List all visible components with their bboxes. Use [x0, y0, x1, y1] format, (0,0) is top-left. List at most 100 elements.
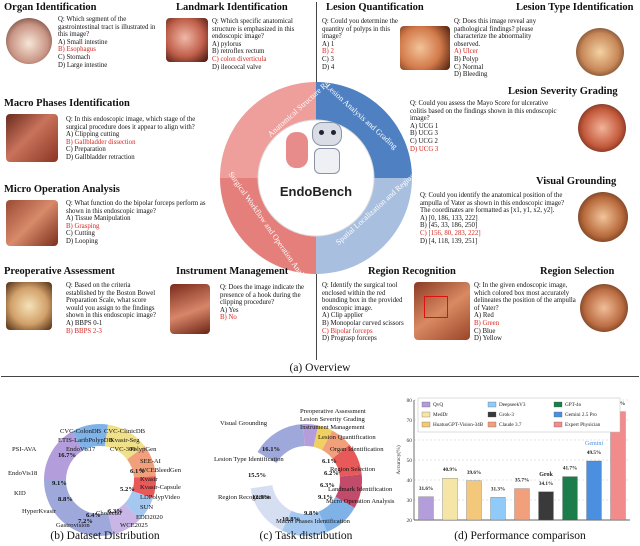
organ-image [6, 18, 52, 64]
legend-swatch [553, 411, 563, 418]
instrument-option: A) Yes [220, 306, 239, 314]
visual-grounding-option: B) [45, 33, 186, 250] [420, 222, 478, 230]
bar [442, 478, 458, 521]
dataset-label: Cholec80 [96, 510, 122, 517]
task-caption: (c) Task distribution [259, 530, 353, 542]
dataset-label: CVC-ClinicDB [104, 428, 146, 435]
preop-qa: Q: Based on the criteria established by … [66, 282, 162, 335]
dataset-percent: 6.4% [86, 512, 101, 519]
preop-option: A) BBPS 0-1 [66, 319, 103, 327]
visual-grounding-option: C) [156, 80, 283, 222] [420, 229, 481, 237]
visual-grounding-option: D) [4, 118, 139, 251] [420, 237, 478, 245]
task-percent: 10.8% [282, 516, 301, 523]
legend-swatch [421, 421, 431, 428]
micro-option: C) Cutting [66, 230, 95, 238]
preop-title: Preoperative Assessment [4, 266, 115, 277]
dataset-label: SUN [140, 504, 154, 511]
micro-title: Micro Operation Analysis [4, 184, 120, 195]
dataset-label: PolypGen [130, 446, 157, 453]
y-tick-label: 60 [407, 438, 413, 444]
task-percent: 16.1% [262, 446, 281, 453]
dataset-percent: 16.7% [58, 452, 77, 459]
macro-qa: Q: In this endoscopic image, which stage… [66, 116, 218, 162]
region-select-image [580, 284, 628, 332]
landmark-question: Q: Which specific anatomical structure i… [212, 18, 295, 41]
mascot-illustration [280, 122, 352, 178]
legend-label: Expert Physician [565, 422, 601, 428]
wheel-seg-spatial [316, 178, 412, 274]
macro-option: C) Preparation [66, 146, 106, 154]
lesion-type-option: C) Normal [454, 63, 484, 71]
wheel-seg-surgical [220, 178, 316, 274]
task-label: Instrument Management [300, 424, 365, 431]
task-label: Preoperative Assessment [300, 408, 366, 415]
legend-swatch [487, 411, 497, 418]
region-select-title: Region Selection [540, 266, 615, 277]
y-tick-label: 70 [407, 418, 413, 424]
bar [562, 476, 578, 521]
micro-option: B) Grasping [66, 222, 100, 230]
region-recog-option: B) Monopolar curved scissors [322, 319, 404, 327]
bar [538, 491, 554, 521]
dataset-label: WCEBleedGen [140, 467, 182, 474]
dataset-percent: 9.1% [52, 480, 67, 487]
bar [490, 497, 506, 521]
task-percent: 6.2% [324, 470, 339, 477]
lesion-type-option: A) Ulcer [454, 48, 478, 56]
visual-grounding-question: Q: Could you identify the anatomical pos… [420, 192, 565, 215]
organ-option: C) Stomach [58, 53, 91, 61]
bar-value-label: 41.7% [563, 466, 577, 472]
landmark-option: C) colon diverticula [212, 55, 267, 63]
legend-label: GPT-4o [565, 402, 582, 408]
dataset-label: Kvasir-Capsule [140, 484, 181, 491]
lesion-grade-title: Lesion Severity Grading [508, 86, 618, 97]
dataset-donut [44, 424, 156, 536]
instrument-question: Q: Does the image indicate the presence … [220, 284, 304, 307]
legend-swatch [487, 401, 497, 408]
task-percent: 15.5% [248, 472, 267, 479]
dataset-label: KID [14, 490, 26, 497]
dataset-label: Gastrovision [56, 522, 90, 529]
micro-option: D) Looping [66, 237, 98, 245]
visual-grounding-option: A) [0, 186, 133, 222] [420, 214, 478, 222]
legend-label: DeepseekV3 [499, 402, 526, 408]
bar-value-label: 39.6% [467, 470, 481, 476]
lesion-quant-option: C) 3 [322, 55, 334, 63]
visual-grounding-title: Visual Grounding [536, 176, 617, 187]
region-recog-image [414, 282, 470, 340]
y-tick-label: 80 [407, 398, 413, 404]
performance-caption: (d) Performance comparison [454, 530, 586, 542]
dataset-label: LDPolypVideo [140, 494, 180, 501]
organ-option: A) Small intestine [58, 38, 108, 46]
micro-qa: Q: What function do the bipolar forceps … [66, 200, 216, 246]
dataset-label: Kvasir [140, 476, 158, 483]
lesion-quant-title: Lesion Quantification [326, 2, 424, 13]
lesion-quant-option: A) 1 [322, 40, 335, 48]
landmark-title: Landmark Identification [176, 2, 288, 13]
visual-grounding-qa: Q: Could you identify the anatomical pos… [420, 192, 574, 245]
lesion-quant-image [400, 26, 450, 70]
organ-option: D) Large intestine [58, 61, 108, 69]
instrument-qa: Q: Does the image indicate the presence … [220, 284, 314, 322]
region-select-option: C) Blue [474, 327, 496, 335]
bar-value-label: 31.3% [491, 486, 505, 492]
dataset-label: WCE2025 [120, 522, 148, 529]
dataset-percent: 8.8% [58, 496, 73, 503]
y-tick-label: 40 [407, 478, 413, 484]
region-recog-question: Q: Identify the surgical tool enclosed w… [322, 282, 403, 312]
instrument-option: B) No [220, 314, 237, 322]
task-label: Region Recognition [218, 494, 271, 501]
lesion-type-option: B) Polyp [454, 55, 479, 63]
region-select-option: A) Red [474, 312, 494, 320]
task-label: Lesion Quantification [318, 434, 376, 441]
dataset-label: CVC-ColonDB [60, 428, 102, 435]
bar-value-label: 49.5% [587, 450, 601, 456]
preop-image [6, 282, 52, 330]
macro-title: Macro Phases Identification [4, 98, 130, 109]
bar-value-label: 31.6% [419, 486, 433, 492]
legend-swatch [553, 421, 563, 428]
organ-title: Organ Identification [4, 2, 97, 13]
bar-value-label: 34.1% [539, 481, 553, 487]
dataset-label: ETIS-LaribPolypDB [58, 437, 113, 444]
lesion-quant-question: Q: Could you determine the quantity of p… [322, 18, 398, 41]
